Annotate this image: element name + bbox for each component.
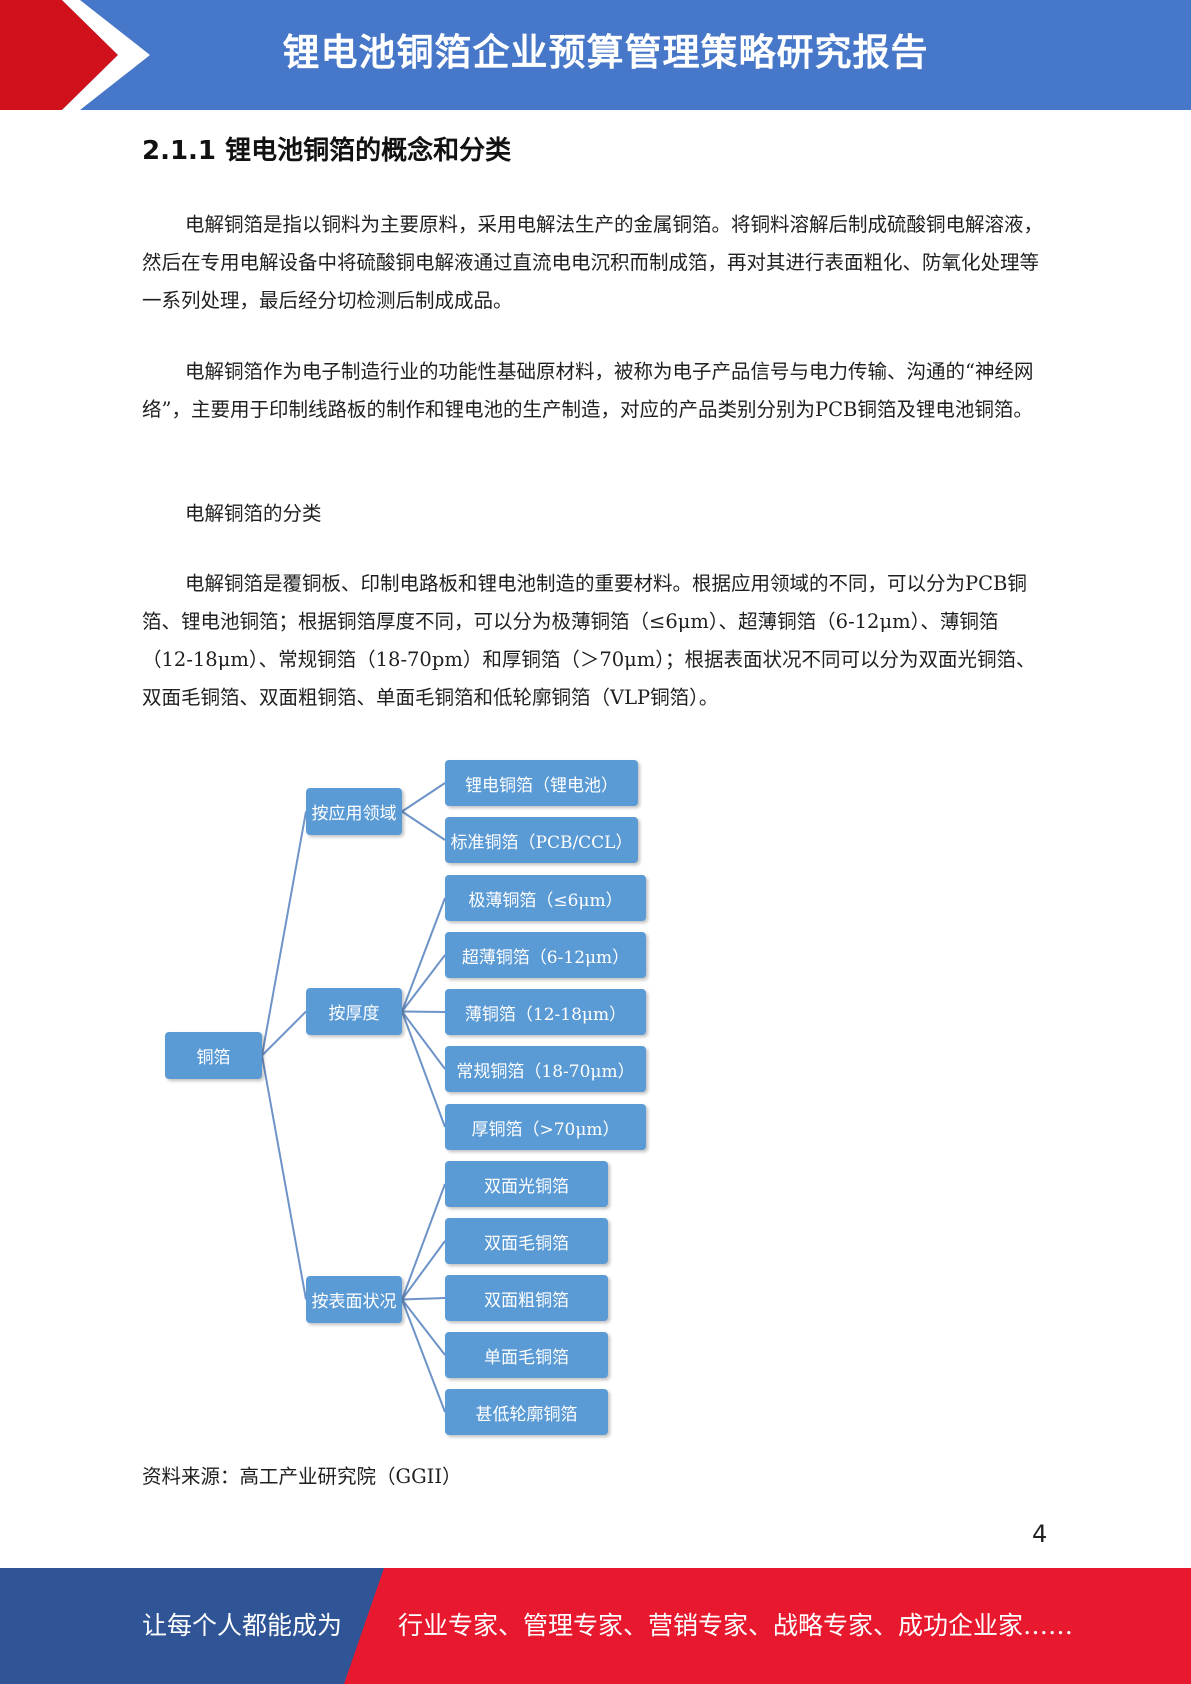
paragraph-classification-heading: 电解铜箔的分类 [185, 502, 322, 525]
connector-category-to-leaf [401, 810, 446, 841]
footer-background [0, 1568, 1191, 1684]
header-arrow-decoration [0, 0, 150, 110]
connector-category-to-leaf [401, 782, 446, 813]
footer-slogan-right: 行业专家、管理专家、营销专家、战略专家、成功企业家…… [398, 1611, 1074, 1640]
connector-category-to-leaf [401, 1011, 446, 1128]
diagram-leaf-double-matte: 双面毛铜箔 [445, 1218, 608, 1264]
diagram-leaf-double-rough: 双面粗铜箔 [445, 1275, 608, 1321]
connector-root-to-category [261, 1055, 307, 1300]
diagram-leaf-single-matte: 单面毛铜箔 [445, 1332, 608, 1378]
diagram-leaf-ultra-thin: 超薄铜箔（6-12μm） [445, 932, 646, 978]
connector-category-to-leaf [401, 1298, 446, 1356]
footer-slogan-left: 让每个人都能成为 [142, 1611, 343, 1640]
page-footer: 让每个人都能成为 行业专家、管理专家、营销专家、战略专家、成功企业家…… [0, 1568, 1191, 1684]
connector-category-to-leaf [401, 954, 446, 1013]
diagram-leaf-thick: 厚铜箔（>70μm） [445, 1104, 646, 1150]
connector-category-to-leaf [401, 1240, 446, 1301]
diagram-leaf-standard-foil: 标准铜箔（PCB/CCL） [445, 817, 638, 863]
source-note: 资料来源：高工产业研究院（GGII） [142, 1465, 462, 1488]
diagram-leaf-double-shiny: 双面光铜箔 [445, 1161, 608, 1207]
diagram-category-thickness: 按厚度 [306, 988, 402, 1035]
diagram-connectors [261, 782, 446, 1413]
diagram-leaf-extra-thin: 极薄铜箔（≤6μm） [445, 875, 646, 921]
paragraph-definition: 电解铜箔是指以铜料为主要原料，采用电解法生产的金属铜箔。将铜料溶解后制成硫酸铜电… [142, 213, 1044, 312]
page-number: 4 [1032, 1520, 1048, 1548]
connector-root-to-category [261, 1010, 307, 1057]
diagram-category-surface: 按表面状况 [306, 1276, 402, 1323]
connector-root-to-category [261, 811, 307, 1056]
connector-category-to-leaf [401, 1010, 446, 1013]
connector-category-to-leaf [401, 1183, 446, 1300]
diagram-category-application: 按应用领域 [306, 788, 402, 835]
diagram-leaf-regular: 常规铜箔（18-70μm） [445, 1046, 646, 1092]
connector-category-to-leaf [401, 1299, 446, 1413]
diagram-leaf-lithium-foil: 锂电铜箔（锂电池） [445, 760, 638, 806]
page-header: 锂电池铜箔企业预算管理策略研究报告 [0, 0, 1191, 110]
connector-category-to-leaf [401, 897, 446, 1012]
diagram-root-node: 铜箔 [165, 1032, 262, 1079]
connector-category-to-leaf [401, 1010, 446, 1070]
section-title: 2.1.1 锂电池铜箔的概念和分类 [142, 136, 512, 166]
report-title: 锂电池铜箔企业预算管理策略研究报告 [282, 31, 929, 74]
connector-category-to-leaf [401, 1297, 446, 1301]
paragraph-function: 电解铜箔作为电子制造行业的功能性基础原材料，被称为电子产品信号与电力传输、沟通的… [142, 360, 1034, 421]
diagram-leaf-thin: 薄铜箔（12-18μm） [445, 989, 646, 1035]
paragraph-classification: 电解铜箔是覆铜板、印制电路板和锂电池制造的重要材料。根据应用领域的不同，可以分为… [142, 572, 1036, 709]
diagram-leaf-vlp: 甚低轮廓铜箔 [445, 1389, 608, 1435]
